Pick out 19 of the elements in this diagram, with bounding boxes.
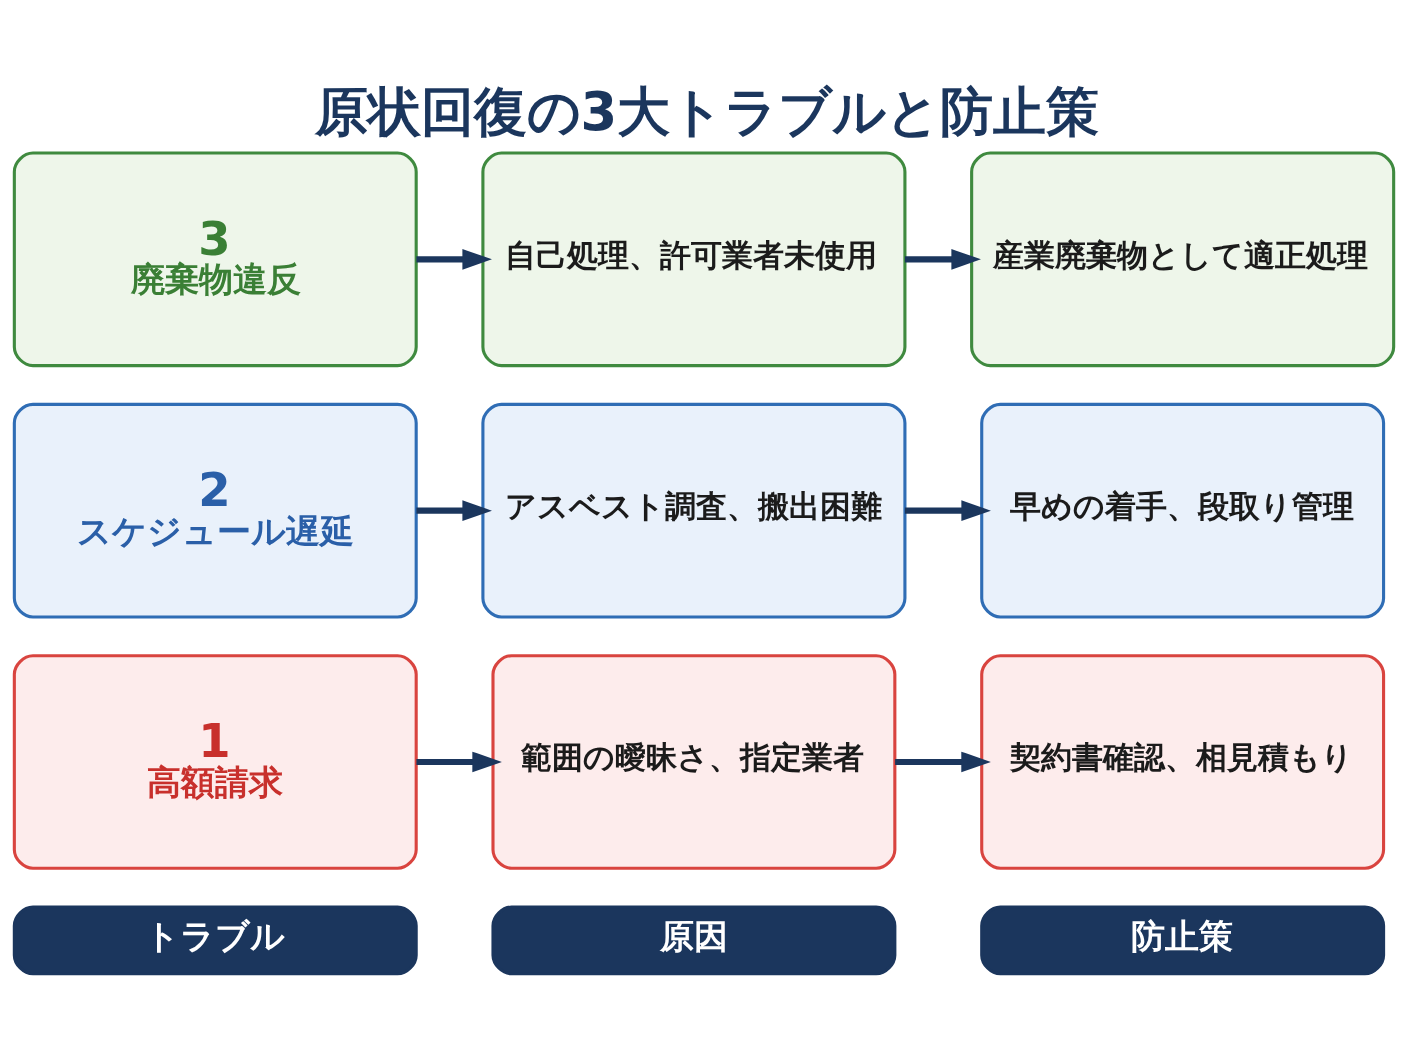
arrow: [895, 751, 991, 772]
arrow: [416, 499, 492, 521]
node-box: 範囲の曖昧さ、指定業者: [491, 653, 897, 870]
node-box: 産業廃棄物として適正処理: [970, 151, 1396, 367]
node-box: アスベスト調査、搬出困難: [481, 402, 907, 618]
arrow: [416, 751, 502, 772]
node-box: 自己処理、許可業者未使用: [481, 151, 907, 367]
node-box: 3 廃棄物違反: [12, 151, 418, 367]
node-box: 契約書確認、相見積もり: [980, 653, 1386, 870]
node-box: 1 高額請求: [12, 653, 418, 870]
diagram-title: 原状回復の3大トラブルと防止策: [314, 80, 1100, 142]
node-box: 2 スケジュール遅延: [12, 402, 418, 618]
node-box: 防止策: [980, 905, 1386, 975]
node-box: 早めの着手、段取り管理: [980, 402, 1386, 618]
node-box: トラブル: [12, 905, 418, 975]
node-box: 原因: [491, 905, 897, 975]
arrow: [904, 248, 981, 270]
arrow: [416, 248, 492, 270]
arrow: [904, 499, 991, 521]
